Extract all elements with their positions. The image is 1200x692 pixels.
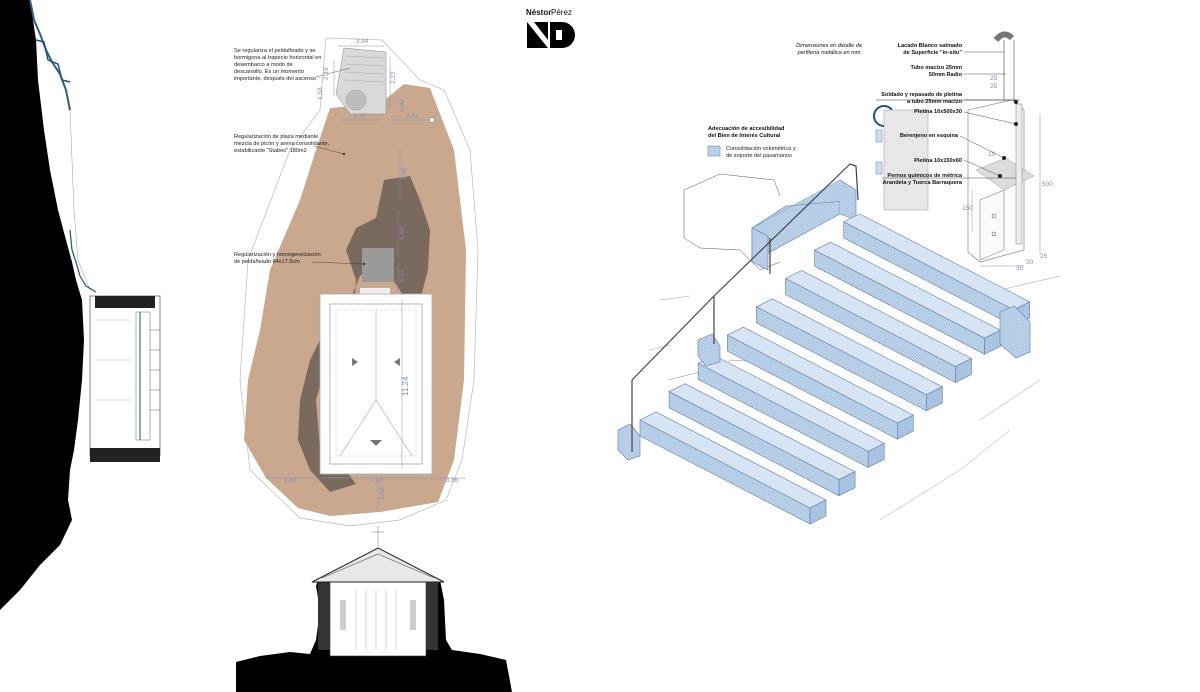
chapel-section [236, 526, 512, 692]
svg-text:Berenjeno en esquina: Berenjeno en esquina [900, 133, 959, 139]
dim-left-1: 1.58 [317, 87, 324, 100]
stair-end-face [955, 358, 972, 383]
handrail [631, 163, 859, 452]
dim-plaza-right: 2.42 [406, 113, 419, 120]
svg-text:Soldado y repasado de pletina: Soldado y repasado de pletina [881, 92, 963, 98]
svg-text:del Bien de Interés Cultural: del Bien de Interés Cultural [708, 133, 781, 139]
dim-bottom-vertical: 1.56 [379, 487, 386, 500]
svg-text:Tubo macizo 25mm: Tubo macizo 25mm [911, 65, 963, 71]
site-plan: 3.34 2.19 2.22 1.58 1.99 3.37 2.42 1.69 … [234, 37, 479, 527]
brand-name-first: Néstor [526, 8, 551, 17]
dim-top: 3.34 [356, 38, 369, 45]
dim-bottom-left: 3.30 [284, 477, 297, 484]
dim-left-small: 2.19 [323, 67, 330, 80]
dim-right-small: 2.22 [390, 71, 397, 84]
svg-text:Se regulariza el peldañeado y: Se regulariza el peldañeado y se [234, 48, 315, 54]
handrail-detail: Dimensiones en detalle de perfilería met… [796, 31, 1053, 272]
brand-name-last: Pérez [551, 8, 572, 17]
dim-near-building: 1.27 [399, 269, 406, 282]
svg-text:Adecuación de accesibilidad: Adecuación de accesibilidad [708, 126, 785, 132]
dim-plaza-left: 3.37 [354, 113, 367, 120]
svg-text:50mm Radio: 50mm Radio [929, 72, 963, 78]
svg-text:25: 25 [990, 83, 998, 90]
svg-text:Arandela y Tuerca Barraquera: Arandela y Tuerca Barraquera [883, 180, 963, 186]
detail-labels: Lacado Blanco satinado de Superficie "in… [881, 43, 963, 186]
note-stairs: Se regulariza el peldañeado y se hormigo… [234, 48, 321, 82]
svg-text:Regularización y homogeneizaci: Regularización y homogeneización [234, 252, 321, 258]
dim-bottom-mid: 7.18 [370, 477, 383, 484]
rock-outcrop [298, 176, 430, 492]
svg-text:importante, después del ascens: importante, después del ascenso [234, 76, 316, 82]
dim-right-2: 1.99 [399, 99, 406, 112]
note-plaza: Regularización de plaza mediante mezcla … [234, 134, 330, 154]
svg-text:150: 150 [962, 205, 973, 212]
svg-text:Lacado Blanco satinado: Lacado Blanco satinado [898, 43, 963, 49]
svg-text:Pernos químicos de métrica: Pernos químicos de métrica [887, 173, 962, 179]
stair-end-face [867, 442, 885, 468]
svg-text:10: 10 [988, 151, 996, 158]
stair-steps [639, 213, 1031, 525]
stair-end-face [897, 414, 914, 440]
dim-mid-vertical: 1.69 [401, 167, 408, 180]
svg-text:25: 25 [1040, 253, 1048, 260]
svg-text:perfilería metálica en mm.: perfilería metálica en mm. [797, 50, 862, 56]
svg-text:Regularización de plaza median: Regularización de plaza mediante [234, 134, 318, 140]
svg-text:Consolidación volumétrica y: Consolidación volumétrica y [726, 146, 796, 152]
stair-end-face [984, 329, 1001, 355]
stair-end-face [926, 386, 943, 412]
dim-mid-vertical-2: 1.40 [399, 227, 406, 240]
svg-text:500: 500 [1042, 181, 1053, 188]
svg-text:de Superficie "in-situ": de Superficie "in-situ" [903, 50, 962, 56]
svg-text:Dimensiones en detalle de: Dimensiones en detalle de [796, 43, 862, 49]
stair-end-face [838, 471, 856, 497]
svg-text:Pletina 10x500x30: Pletina 10x500x30 [914, 109, 962, 115]
entrance-steps [362, 248, 394, 282]
svg-text:Pletina 10x150x60: Pletina 10x150x60 [914, 158, 962, 164]
stair-end-face [809, 499, 827, 525]
legend-swatch [707, 145, 721, 157]
svg-text:hormigona al trapecio horizont: hormigona al trapecio horizontal en [234, 55, 321, 61]
svg-text:descansillo. Es un momento: descansillo. Es un momento [234, 69, 304, 75]
axonometric-stairs [617, 163, 1061, 525]
dim-building-length: 11.24 [401, 376, 410, 396]
svg-text:de peldañeado 64x17.5cm: de peldañeado 64x17.5cm [234, 259, 300, 265]
dim-bottom-right: 3.86 [446, 477, 459, 484]
legend: Adecuación de accesibilidad del Bien de … [707, 126, 796, 159]
note-steps: Regularización y homogeneización de peld… [234, 252, 321, 265]
svg-text:estabilizante "Stabex" 180m2: estabilizante "Stabex" 180m2 [234, 148, 307, 154]
svg-text:25: 25 [990, 75, 998, 82]
svg-text:30: 30 [1016, 265, 1024, 272]
svg-text:30: 30 [1026, 259, 1034, 266]
svg-text:desembarco a modo de: desembarco a modo de [234, 62, 293, 68]
svg-text:mezcla de picón y arena consol: mezcla de picón y arena consolidante, [234, 141, 330, 147]
cliff-section [0, 0, 161, 610]
brand-logo: Néstor Pérez [526, 8, 575, 48]
svg-text:a tubo 25mm macizo: a tubo 25mm macizo [907, 99, 963, 105]
svg-text:de soporte del pasamanos: de soporte del pasamanos [726, 153, 792, 159]
